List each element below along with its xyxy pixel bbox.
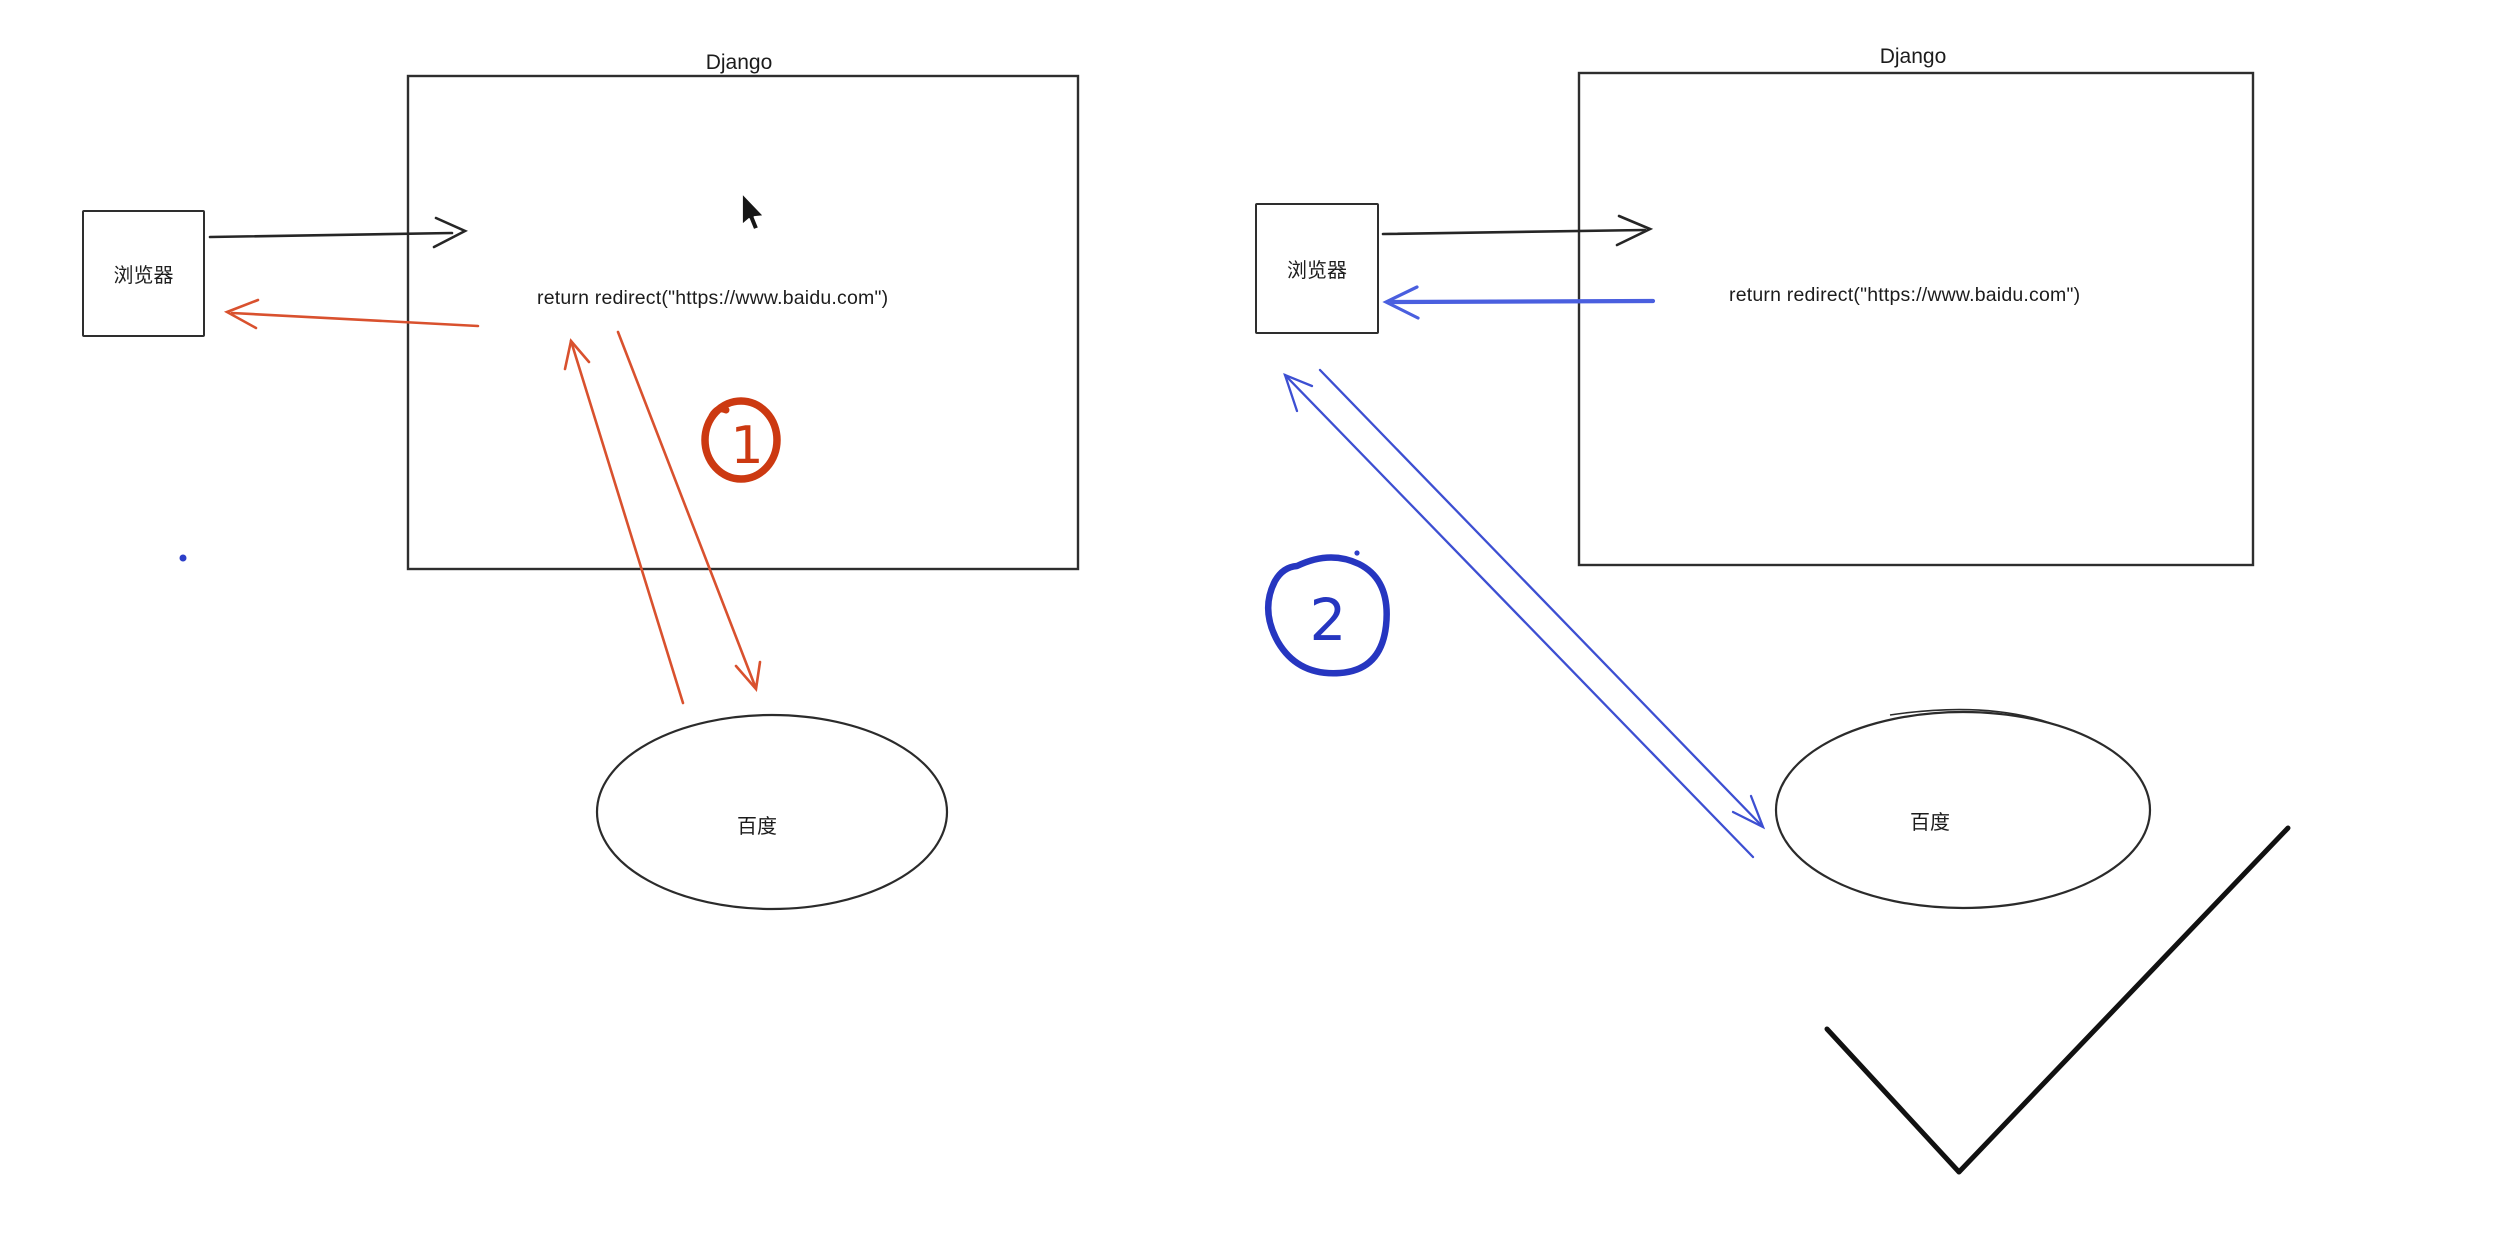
- right-downstream-arrow[interactable]: [1318, 368, 1766, 830]
- left-baidu-label: 百度: [737, 816, 777, 838]
- step-one-badge[interactable]: 1: [701, 397, 781, 483]
- step-two-digit: 2: [1310, 586, 1347, 654]
- left-baidu-ellipse[interactable]: [595, 713, 949, 911]
- step-one-digit: 1: [730, 416, 763, 476]
- right-baidu-ellipse[interactable]: [1774, 710, 2152, 910]
- left-downstream-arrow[interactable]: [616, 330, 762, 692]
- right-django-title: Django: [1879, 45, 1947, 68]
- right-baidu-label: 百度: [1910, 812, 1950, 834]
- right-code-text: return redirect("https://www.baidu.com"): [1729, 284, 2081, 306]
- left-stray-dot[interactable]: [179, 554, 187, 562]
- right-baidu-ellipse-overdraw: [1889, 708, 2051, 724]
- left-django-title: Django: [705, 51, 773, 74]
- left-browser-label: 浏览器: [113, 265, 174, 287]
- step-one-pen-blob: [708, 405, 730, 420]
- right-upstream-arrow[interactable]: [1283, 372, 1755, 859]
- checkmark[interactable]: [1824, 825, 2291, 1175]
- left-code-text: return redirect("https://www.baidu.com"): [537, 287, 889, 309]
- right-django-rect[interactable]: [1577, 71, 2255, 567]
- right-stray-dot[interactable]: [1354, 550, 1360, 556]
- left-request-arrow[interactable]: [208, 216, 468, 249]
- left-browser-box[interactable]: 浏览器: [82, 210, 205, 337]
- step-two-circle[interactable]: [1264, 554, 1390, 677]
- right-request-arrow[interactable]: [1381, 214, 1654, 247]
- left-upstream-arrow[interactable]: [563, 338, 685, 705]
- right-redirect-arrow[interactable]: [1382, 285, 1656, 320]
- step-one-circle[interactable]: [701, 397, 781, 483]
- mouse-cursor-icon: [741, 192, 765, 231]
- step-two-badge[interactable]: 2: [1264, 554, 1390, 677]
- left-django-rect[interactable]: [406, 74, 1080, 571]
- left-redirect-arrow[interactable]: [223, 298, 480, 330]
- right-browser-box[interactable]: 浏览器: [1255, 203, 1379, 334]
- right-browser-label: 浏览器: [1287, 260, 1347, 282]
